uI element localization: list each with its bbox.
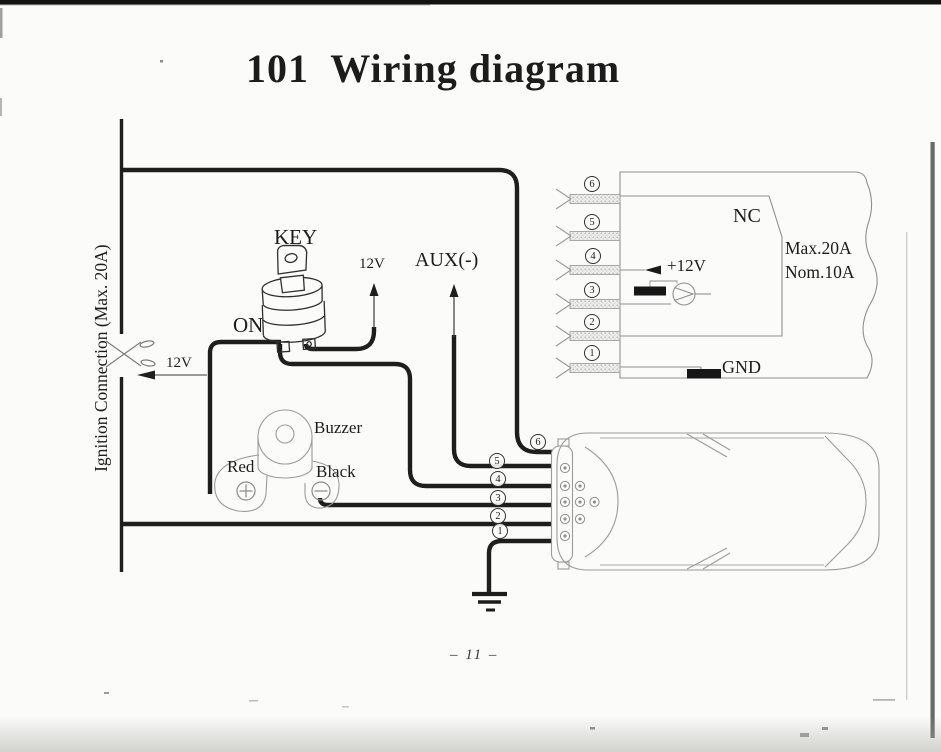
rear-window-arc [846, 458, 867, 546]
wire-badge-3: 3 [490, 490, 506, 506]
car-outline-drawing [550, 432, 880, 571]
wire-1-ground [486, 538, 552, 592]
wire-3-black [317, 497, 552, 508]
buzzer-red-terminal [236, 481, 256, 501]
ignition-12v-label: 12V [166, 355, 192, 371]
pin-badge-1: 1 [584, 345, 600, 361]
buzzer-black-label: Black [316, 462, 356, 481]
output-arrows [369, 283, 459, 337]
page-number: – 11 – [450, 647, 499, 663]
key-12v-arrowhead [369, 283, 379, 296]
key-12v-label: 12V [359, 256, 385, 272]
lamp-icon [672, 282, 711, 306]
stub-5 [555, 225, 621, 247]
stub-4 [555, 259, 621, 281]
wire-badge-1: 1 [492, 523, 508, 539]
harness-wires [121, 167, 552, 592]
pin-badge-4: 4 [585, 248, 601, 264]
a-pillar-top [686, 433, 731, 458]
aux-arrowhead [449, 284, 459, 297]
wire-6-main-feed [121, 167, 552, 455]
control-box-symbols [634, 265, 721, 379]
plus12v-arrowhead [645, 265, 661, 275]
a-pillar-bottom [686, 547, 731, 570]
page-title: 101 Wiring diagram [246, 46, 621, 91]
ignition-12v-arrow [137, 370, 207, 380]
pin-badge-2: 2 [584, 314, 600, 330]
wire-5-aux [451, 335, 552, 469]
aux-label: AUX(-) [415, 249, 479, 271]
buzzer-black-terminal [311, 481, 331, 501]
pin-badge-5: 5 [584, 214, 600, 230]
wire-key-12v [303, 327, 377, 352]
wire-stubs [555, 188, 621, 379]
key-label: KEY [274, 225, 318, 249]
scissors-cut-icon [105, 340, 156, 368]
pin-badge-3: 3 [584, 282, 600, 298]
key-switch-drawing [261, 244, 326, 353]
control-box-outline [619, 171, 878, 379]
stub-6 [555, 188, 621, 210]
wire-badge-5: 5 [489, 453, 505, 469]
nc-label: NC [733, 205, 761, 227]
on-label: ON [233, 313, 264, 337]
stub-1 [555, 357, 621, 379]
gnd-label: GND [722, 357, 761, 377]
c-pillars [824, 435, 848, 568]
gnd-bar [687, 369, 721, 379]
stub-3 [555, 293, 621, 315]
nominal-current-label: Nom.10A [785, 262, 855, 282]
plus12v-label: +12V [667, 256, 706, 275]
stub-2 [555, 325, 621, 347]
wire-badge-4: 4 [490, 471, 506, 487]
wire-on-left [207, 339, 281, 494]
buzzer-drawing [214, 409, 340, 512]
wire-badge-2: 2 [490, 508, 506, 524]
ignition-connection-label: Ignition Connection (Max. 20A) [90, 244, 111, 472]
ground-symbol-icon [472, 591, 507, 612]
fuse-bar [634, 286, 666, 296]
buzzer-red-label: Red [227, 457, 255, 476]
scan-shadow [0, 716, 941, 752]
pin-badge-6: 6 [584, 176, 600, 192]
max-current-label: Max.20A [785, 238, 852, 258]
connector-pins [559, 462, 600, 542]
buzzer-label: Buzzer [314, 418, 363, 437]
wire-4-key-on [277, 344, 552, 489]
wire-badge-6: 6 [530, 434, 546, 450]
